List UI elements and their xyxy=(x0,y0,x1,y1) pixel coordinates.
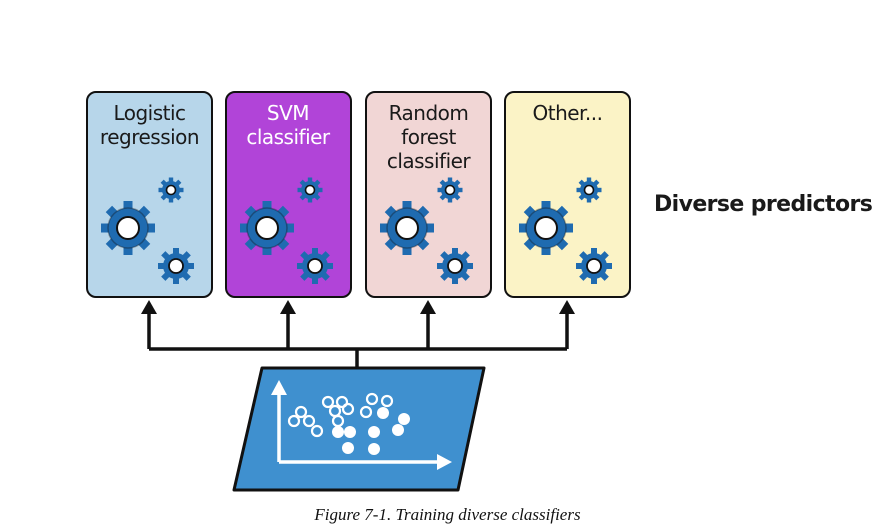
connector-lines xyxy=(147,312,569,368)
scatter-plot-icon xyxy=(232,366,486,492)
classifier-label-random-forest: Random forest classifier xyxy=(386,101,471,173)
figure-caption: Figure 7-1. Training diverse classifiers xyxy=(314,505,581,524)
classifier-label-svm: SVM classifier xyxy=(246,101,330,149)
classifier-label-other: Other... xyxy=(532,101,603,125)
classifier-label-logistic: Logistic regression xyxy=(99,101,200,149)
diverse-predictors-label: Diverse predictors xyxy=(654,192,873,217)
arrow-up-icon xyxy=(141,300,575,314)
